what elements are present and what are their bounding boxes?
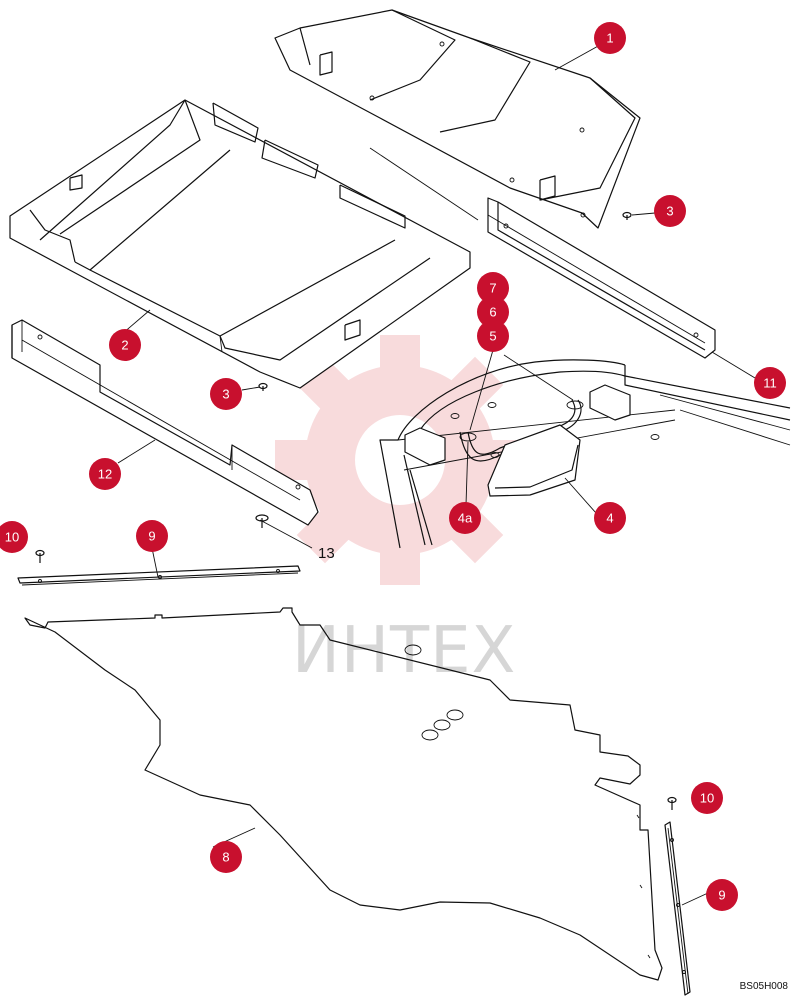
callout-3-right: 3 <box>654 195 686 227</box>
part-12-left-strip <box>11 319 319 526</box>
callout-9-right-label: 9 <box>718 888 725 903</box>
part-10-screw-right <box>667 796 677 810</box>
callout-4a: 4a <box>449 502 481 534</box>
callout-9-right: 9 <box>706 879 738 911</box>
callout-5-label: 5 <box>489 329 496 344</box>
callout-6: 6 <box>477 296 509 328</box>
label-13: 13 <box>318 545 335 562</box>
callout-5: 5 <box>477 320 509 352</box>
part-8-floor-mat <box>24 607 663 981</box>
callout-2: 2 <box>109 329 141 361</box>
cab-floor-section <box>379 359 791 549</box>
callout-1-label: 1 <box>606 31 613 46</box>
drawing-code: BS05H008 <box>739 981 788 992</box>
callout-11-label: 11 <box>763 376 777 391</box>
callout-12-label: 12 <box>98 467 112 482</box>
part-3-fastener-right <box>622 211 632 220</box>
part-2-middle-panel <box>9 99 471 389</box>
callout-4: 4 <box>594 502 626 534</box>
callout-7-label: 7 <box>489 281 496 296</box>
callout-10-left: 10 <box>0 521 28 553</box>
callout-4-label: 4 <box>606 511 613 526</box>
callout-12: 12 <box>89 458 121 490</box>
callouts: 1 2 3 3 4 4a 7 6 <box>0 22 786 911</box>
callout-10-right: 10 <box>691 782 723 814</box>
callout-6-label: 6 <box>489 305 496 320</box>
part-9-flat-bar-top <box>17 565 301 586</box>
callout-8: 8 <box>210 841 242 873</box>
watermark-text: ИНТЕХ <box>292 614 516 688</box>
part-10-screw-left <box>35 549 45 563</box>
callout-3-right-label: 3 <box>666 204 673 219</box>
callout-10-left-label: 10 <box>5 530 19 545</box>
part-13-bolt <box>255 514 269 528</box>
callout-8-label: 8 <box>222 850 229 865</box>
callout-3-left-label: 3 <box>222 387 229 402</box>
callout-7: 7 <box>477 272 509 304</box>
callout-4a-label: 4a <box>458 511 473 526</box>
callout-2-label: 2 <box>121 338 128 353</box>
callout-3-left: 3 <box>210 378 242 410</box>
part-3-fastener-left <box>258 382 268 391</box>
callout-1: 1 <box>594 22 626 54</box>
part-11-angle-strip <box>487 197 716 359</box>
part-9-flat-bar-right <box>664 821 691 996</box>
part-1-top-panel <box>274 9 641 229</box>
leader-lines <box>114 44 756 906</box>
separator-line <box>369 147 479 221</box>
callout-9-top-label: 9 <box>148 529 155 544</box>
callout-9-top: 9 <box>136 520 168 552</box>
callout-11: 11 <box>754 367 786 399</box>
callout-10-right-label: 10 <box>700 791 714 806</box>
